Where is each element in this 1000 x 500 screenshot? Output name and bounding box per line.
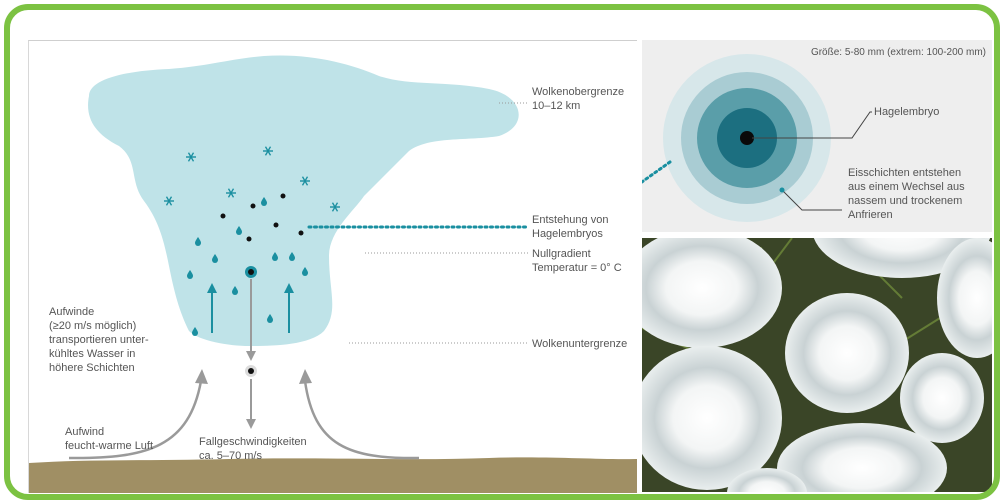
droplet-icon: [195, 237, 201, 246]
fall-arrow: [246, 279, 256, 429]
droplet-icon: [289, 252, 295, 261]
cloud-diagram-graphic: [29, 55, 637, 493]
layers-pointer: [781, 189, 842, 211]
droplet-icon: [212, 254, 218, 263]
embryo-dot: [273, 222, 279, 228]
label-zero-gradient: Nullgradient Temperatur = 0° C: [532, 248, 622, 274]
figure-frame: Wolkenobergrenze 10–12 km Entstehung von…: [4, 4, 1000, 500]
snowflake-icon: [263, 146, 273, 156]
snowflake-icon: [330, 202, 340, 212]
snowflake-icon: [300, 176, 310, 186]
embryo-link-line-right: [642, 160, 672, 184]
droplet-icon: [192, 327, 198, 336]
label-cloud-top: Wolkenobergrenze 10–12 km: [532, 86, 625, 112]
label-updrafts-inside: Aufwinde (≥20 m/s möglich) transportiere…: [49, 306, 149, 374]
snowflake-icon: [186, 152, 196, 162]
label-updraft-air: Aufwind feucht-warme Luft: [65, 426, 154, 452]
ground: [29, 457, 637, 493]
label-hail-embryo: Hagelembryo: [874, 106, 940, 118]
hail-embryo-core: [740, 131, 754, 145]
label-ice-layers: Eisschichten entstehen aus einem Wechsel…: [848, 167, 965, 221]
updraft-arrows: [207, 283, 294, 333]
droplet-icon: [302, 267, 308, 276]
droplet-icon: [187, 270, 193, 279]
embryo-dot: [250, 203, 256, 209]
snowflake-icon: [164, 196, 174, 206]
droplet-icon: [261, 197, 267, 206]
cloud-diagram: Wolkenobergrenze 10–12 km Entstehung von…: [28, 40, 637, 493]
cloud: [88, 55, 519, 346]
label-size: Größe: 5-80 mm (extrem: 100-200 mm): [810, 47, 986, 58]
arrow-head-left: [195, 369, 208, 384]
embryo-dot: [246, 236, 252, 242]
snowflake-group: [164, 146, 340, 212]
hailstone-cross-section: Größe: 5-80 mm (extrem: 100-200 mm) Hage…: [642, 40, 992, 232]
droplet-icon: [236, 226, 242, 235]
outside-updraft-arrows: [68, 380, 420, 460]
hailstones: [642, 238, 992, 492]
droplet-icon: [232, 286, 238, 295]
arrow-head-right: [299, 369, 312, 384]
embryo-dots: [220, 193, 304, 242]
falling-hailstone-icon: [245, 365, 257, 377]
label-fall-speed: Fallgeschwindigkeiten ca. 5–70 m/s: [199, 436, 307, 462]
droplet-icon: [272, 252, 278, 261]
droplet-group: [187, 197, 308, 336]
cross-section-graphic: [642, 54, 872, 222]
hailstone-photo-graphic: [642, 238, 992, 492]
snowflake-icon: [226, 188, 236, 198]
embryo-pointer: [752, 111, 872, 139]
droplet-icon: [267, 314, 273, 323]
label-cloud-base: Wolkenuntergrenze: [532, 338, 628, 350]
embryo-dot: [280, 193, 286, 199]
hailstone-photo: [642, 238, 992, 492]
hail-embryo-icon: [245, 266, 257, 278]
leader-lines: [349, 102, 529, 344]
embryo-dot: [220, 213, 226, 219]
layers-pointer-dot: [779, 187, 785, 193]
embryo-dot: [298, 230, 304, 236]
label-embryo-origin: Entstehung von Hagelembryos: [532, 214, 609, 240]
